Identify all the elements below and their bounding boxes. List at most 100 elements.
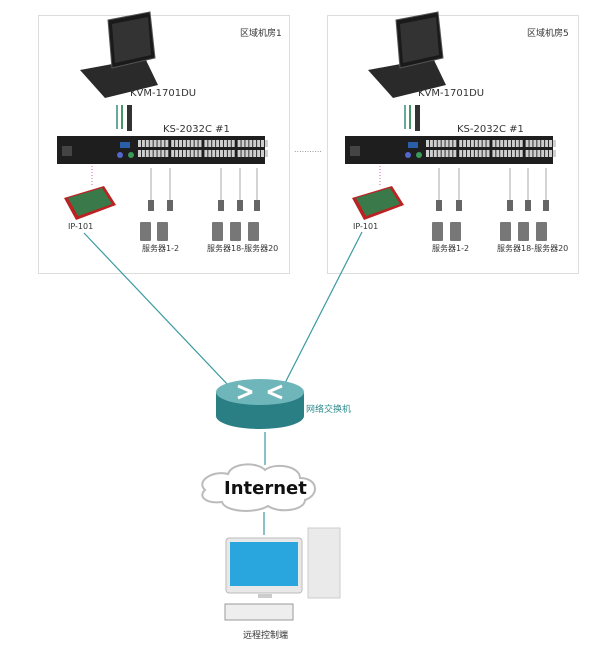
rj45-port: [208, 150, 212, 157]
rj45-port: [149, 150, 153, 157]
rj45-port: [433, 150, 437, 157]
room-5-switch-label: KS-2032C #1: [457, 124, 524, 135]
kvm-cable-icon: [404, 105, 420, 131]
rj45-port: [141, 150, 145, 157]
rj45-port: [519, 140, 523, 147]
rj45-port: [541, 140, 545, 147]
rj45-port: [549, 150, 552, 157]
rj45-port: [437, 140, 441, 147]
rj45-port: [515, 150, 519, 157]
room-1-ip-label: IP-101: [68, 222, 94, 231]
rj45-port: [453, 150, 457, 157]
rj45-port: [537, 150, 541, 157]
rj45-port: [257, 150, 261, 157]
rj45-port: [486, 150, 490, 157]
rj45-port: [141, 140, 145, 147]
kvm-console-icon: [80, 11, 158, 98]
adapter-icons-room-5: [436, 200, 549, 211]
rj45-port: [492, 150, 496, 157]
room-1-title: 区域机房1: [240, 29, 282, 39]
rj45-port: [220, 140, 223, 147]
rj45-port: [194, 150, 198, 157]
rj45-port: [231, 140, 235, 147]
room-5-group2-label: 服务器18-服务器20: [497, 244, 569, 253]
rj45-port: [145, 150, 149, 157]
rj45-port: [437, 150, 441, 157]
rj45-port: [186, 150, 190, 157]
adapter-icons-room-1: [148, 200, 260, 211]
rj45-port: [470, 140, 474, 147]
rj45-port: [445, 140, 449, 147]
rj45-port: [216, 150, 220, 157]
kvm-console-icon: [368, 11, 446, 98]
rj45-port: [157, 140, 161, 147]
rj45-port: [482, 140, 486, 147]
rj45-port: [249, 140, 253, 147]
rj45-port: [261, 150, 264, 157]
rj45-port: [459, 150, 463, 157]
rj45-port: [179, 150, 182, 157]
rj45-port: [204, 150, 208, 157]
remote-control-label: 远程控制端: [243, 631, 289, 641]
rj45-port: [426, 140, 429, 147]
rj45-port: [496, 140, 500, 147]
rj45-port: [149, 140, 153, 147]
rj45-port: [433, 140, 437, 147]
rj45-port: [179, 140, 182, 147]
rj45-port: [204, 140, 208, 147]
rj45-port: [208, 140, 212, 147]
link-room1-switch: [83, 232, 229, 386]
ip-module-icon: [64, 186, 116, 220]
rj45-port: [463, 140, 467, 147]
rj45-port: [519, 150, 523, 157]
rj45-port: [264, 140, 268, 147]
rj45-port: [478, 150, 482, 157]
rj45-port: [504, 150, 508, 157]
rj45-port: [541, 150, 545, 157]
rj45-port: [459, 140, 463, 147]
rj45-port: [474, 140, 478, 147]
room-1-console-label: KVM-1701DU: [130, 88, 197, 99]
kvm-switch-icon: [345, 136, 556, 164]
rj45-port: [198, 150, 202, 157]
rj45-port: [525, 150, 529, 157]
rj45-port: [515, 140, 519, 147]
rj45-port: [486, 140, 490, 147]
rj45-port: [533, 140, 537, 147]
rj45-port: [153, 150, 157, 157]
rj45-port: [145, 140, 149, 147]
rj45-port: [500, 150, 504, 157]
ip-module-icon: [352, 186, 404, 220]
room-1-group2-label: 服务器18-服务器20: [207, 244, 279, 253]
rj45-port: [157, 150, 161, 157]
rj45-port: [500, 140, 504, 147]
rj45-port: [467, 140, 470, 147]
rj45-port: [212, 150, 216, 157]
network-switch-label: 网络交换机: [306, 405, 352, 415]
rj45-port: [237, 140, 241, 147]
remote-pc-icon: [224, 527, 341, 621]
rj45-port: [245, 140, 249, 147]
internet-label: Internet: [224, 478, 307, 499]
rj45-port: [474, 150, 478, 157]
room-1-switch-label: KS-2032C #1: [163, 124, 230, 135]
rj45-port: [223, 140, 227, 147]
room-5-ip-label: IP-101: [353, 222, 379, 231]
link-room5-switch: [284, 231, 363, 384]
rj45-port: [220, 150, 223, 157]
rj45-port: [245, 150, 249, 157]
rj45-port: [253, 150, 257, 157]
rj45-port: [463, 150, 467, 157]
rj45-port: [545, 150, 549, 157]
rj45-port: [241, 150, 245, 157]
rj45-port: [529, 150, 533, 157]
rj45-port: [492, 140, 496, 147]
rj45-port: [138, 150, 141, 157]
rj45-port: [482, 150, 486, 157]
rj45-port: [264, 150, 268, 157]
rj45-port: [190, 140, 194, 147]
rj45-port: [426, 150, 429, 157]
rj45-port: [231, 150, 235, 157]
rj45-port: [249, 150, 253, 157]
